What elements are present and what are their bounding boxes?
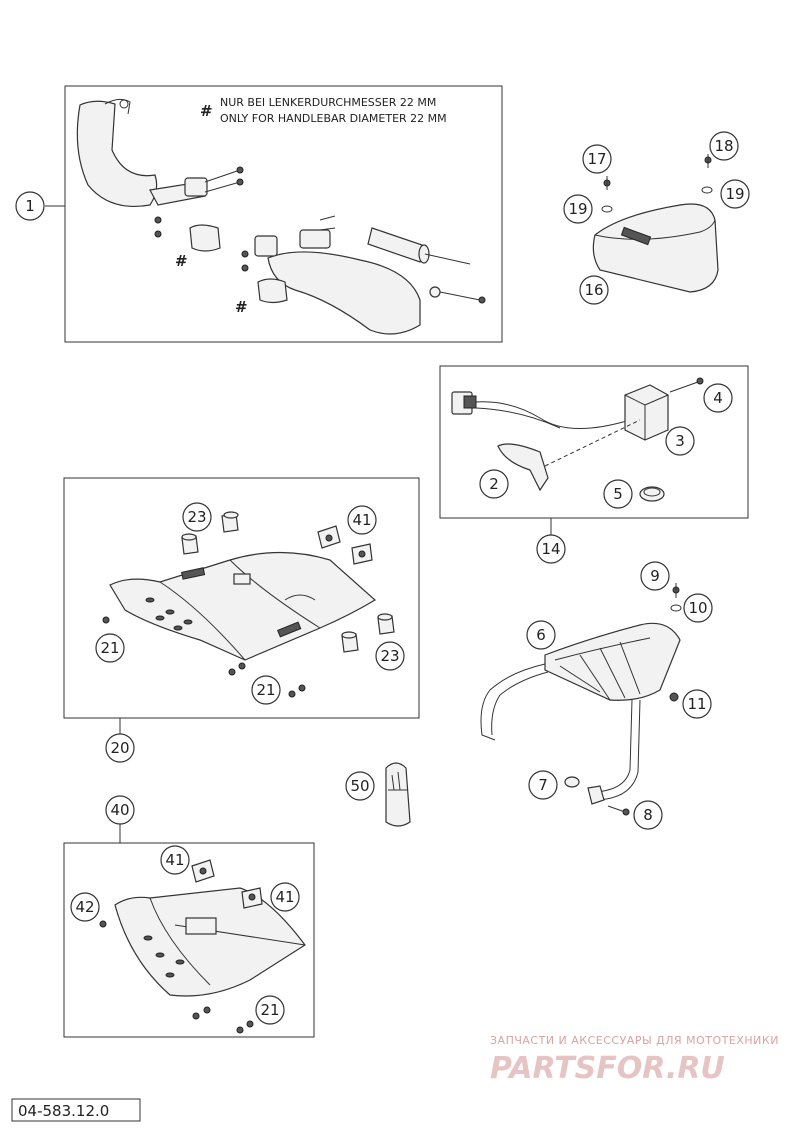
note-line-de: NUR BEI LENKERDURCHMESSER 22 MM — [220, 96, 436, 109]
callout-18: 18 — [709, 131, 739, 161]
callout-6: 6 — [526, 620, 556, 650]
callout-19b: 19 — [720, 179, 750, 209]
svg-text:40: 40 — [110, 801, 129, 819]
callout-3: 3 — [665, 426, 695, 456]
svg-text:21: 21 — [256, 681, 275, 699]
svg-text:41: 41 — [352, 511, 371, 529]
callout-41b: 41 — [160, 845, 190, 875]
bash-plate — [114, 887, 306, 997]
svg-text:21: 21 — [100, 639, 119, 657]
skid-plate-group — [63, 477, 420, 738]
svg-text:1: 1 — [25, 197, 35, 215]
svg-text:14: 14 — [541, 540, 560, 558]
control-box — [624, 384, 669, 441]
callout-41a: 41 — [347, 505, 377, 535]
svg-text:3: 3 — [675, 432, 685, 450]
left-handguard — [76, 100, 158, 208]
seat-pad-group — [592, 154, 719, 293]
hash-mark-1: # — [175, 252, 188, 270]
callout-42: 42 — [70, 892, 100, 922]
rear-rack-group — [480, 583, 682, 816]
note-marker: # — [200, 102, 213, 120]
grease-tube — [385, 762, 411, 827]
right-handguard — [267, 251, 421, 335]
svg-text:42: 42 — [75, 898, 94, 916]
bash-plate-frame — [63, 842, 315, 1038]
drawing-code-text: 04-583.12.0 — [18, 1102, 109, 1120]
svg-text:19: 19 — [725, 185, 744, 203]
callout-21a: 21 — [95, 633, 125, 663]
callout-1: 1 — [15, 191, 45, 221]
callout-17: 17 — [582, 144, 612, 174]
callout-50: 50 — [345, 771, 375, 801]
svg-text:4: 4 — [713, 389, 723, 407]
wiring-frame — [439, 365, 749, 519]
handguard-frame — [64, 85, 503, 343]
svg-text:41: 41 — [165, 851, 184, 869]
svg-text:2: 2 — [489, 475, 499, 493]
ring-part — [639, 486, 665, 502]
wiring-group — [439, 365, 749, 538]
callout-9: 9 — [640, 561, 670, 591]
skid-plate — [109, 551, 377, 661]
callout-5: 5 — [603, 479, 633, 509]
callout-21c: 21 — [255, 995, 285, 1025]
note-line-en: ONLY FOR HANDLEBAR DIAMETER 22 MM — [220, 112, 447, 125]
callout-11: 11 — [682, 689, 712, 719]
svg-text:9: 9 — [650, 567, 660, 585]
svg-text:7: 7 — [538, 776, 548, 794]
hash-mark-2: # — [235, 298, 248, 316]
svg-text:18: 18 — [714, 137, 733, 155]
rear-rack — [544, 622, 681, 701]
callout-19a: 19 — [563, 194, 593, 224]
callout-14: 14 — [536, 534, 566, 564]
svg-text:10: 10 — [688, 599, 707, 617]
callout-23a: 23 — [182, 502, 212, 532]
svg-text:41: 41 — [275, 888, 294, 906]
svg-text:11: 11 — [687, 695, 706, 713]
callout-20: 20 — [105, 733, 135, 763]
callout-23b: 23 — [375, 641, 405, 671]
watermark-tagline: ЗАПЧАСТИ И АКСЕССУАРЫ ДЛЯ МОТОТЕХНИКИ — [490, 1034, 779, 1047]
callout-16: 16 — [579, 275, 609, 305]
callout-10: 10 — [683, 593, 713, 623]
svg-text:20: 20 — [110, 739, 129, 757]
callout-41c: 41 — [270, 882, 300, 912]
svg-text:21: 21 — [260, 1001, 279, 1019]
svg-text:19: 19 — [568, 200, 587, 218]
handguard-group: # NUR BEI LENKERDURCHMESSER 22 MM ONLY F… — [45, 85, 503, 343]
seat-pad — [592, 203, 719, 293]
svg-text:8: 8 — [643, 806, 653, 824]
svg-text:6: 6 — [536, 626, 546, 644]
callout-2: 2 — [479, 469, 509, 499]
svg-text:17: 17 — [587, 150, 606, 168]
svg-text:50: 50 — [350, 777, 369, 795]
callout-8: 8 — [633, 800, 663, 830]
svg-text:23: 23 — [380, 647, 399, 665]
watermark: ЗАПЧАСТИ И АКСЕССУАРЫ ДЛЯ МОТОТЕХНИКИ PA… — [490, 1034, 779, 1086]
svg-text:5: 5 — [613, 485, 623, 503]
svg-text:23: 23 — [187, 508, 206, 526]
drawing-code: 04-583.12.0 — [11, 1098, 141, 1122]
callout-40: 40 — [105, 795, 135, 825]
bash-plate-group — [63, 824, 315, 1038]
callout-21b: 21 — [251, 675, 281, 705]
watermark-brand: PARTSFOR.RU — [490, 1051, 725, 1086]
skid-plate-frame — [63, 477, 420, 719]
svg-text:16: 16 — [584, 281, 603, 299]
callout-7: 7 — [528, 770, 558, 800]
callout-4: 4 — [703, 383, 733, 413]
